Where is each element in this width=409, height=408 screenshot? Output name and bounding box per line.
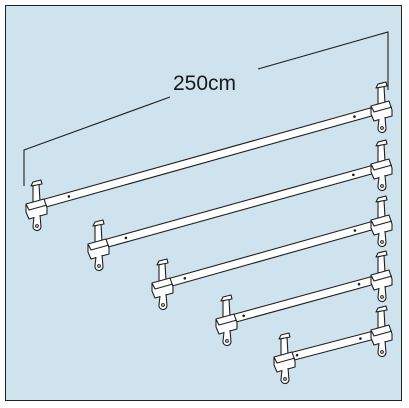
- rod-1-bracket-right: [370, 81, 393, 134]
- rod-3-bracket-right: [370, 195, 393, 248]
- rod-4-bracket-left: [215, 294, 238, 347]
- rod-5-bracket-left: [273, 332, 296, 385]
- dimension-bracket-left: [23, 96, 171, 186]
- rod-2: [87, 139, 393, 272]
- rod-5-bracket-right: [370, 305, 393, 358]
- rod-set: [25, 81, 393, 385]
- rod-4: [215, 250, 393, 347]
- rod-5-screw-right: [359, 337, 362, 340]
- dimension-bracket-right: [257, 31, 389, 90]
- rod-2-screw-left: [124, 236, 128, 240]
- rod-3-screw-left: [183, 276, 187, 280]
- rod-1-screw-left: [67, 195, 71, 198]
- rod-5: [273, 305, 393, 385]
- rod-5-tube: [288, 329, 380, 362]
- rod-3: [151, 195, 393, 311]
- rod-1-screw-right: [353, 115, 356, 118]
- dimension-label: 250cm: [173, 72, 236, 95]
- rod-4-screw-left: [242, 314, 245, 318]
- rod-3-screw-right: [353, 229, 357, 232]
- product-diagram: [5, 5, 402, 401]
- rod-2-bracket-left: [87, 219, 110, 272]
- length-dimension: 250cm: [23, 31, 389, 186]
- rod-1: [25, 81, 393, 232]
- rod-4-bracket-right: [370, 250, 393, 303]
- rod-3-tube: [166, 219, 380, 288]
- rod-4-tube: [230, 274, 380, 324]
- rod-4-screw-right: [357, 282, 361, 286]
- rod-1-bracket-left: [25, 179, 48, 232]
- rod-1-tube: [40, 105, 380, 209]
- rod-5-screw-left: [295, 353, 299, 357]
- rod-3-bracket-left: [151, 258, 174, 311]
- rod-2-bracket-right: [370, 139, 393, 192]
- rod-2-screw-right: [352, 173, 355, 177]
